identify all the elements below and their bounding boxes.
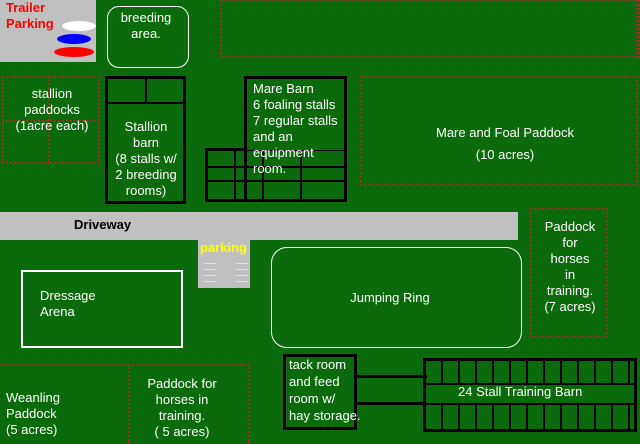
- mare-barn-stall-lines: [207, 150, 345, 200]
- dressage-arena: [21, 270, 183, 348]
- trailer-red-icon: [54, 47, 94, 57]
- trailer-white-icon: [62, 21, 96, 31]
- parking-label: parking: [200, 240, 247, 255]
- stallion-barn-label: Stallion barn (8 stalls w/ 2 breeding ro…: [115, 119, 177, 198]
- weanling-paddock-label: Weanling Paddock (5 acres): [6, 390, 60, 437]
- connector-bottom: [357, 402, 427, 405]
- tack-room: [283, 354, 357, 430]
- stallion-barn-room: [145, 76, 186, 104]
- jumping-ring: [271, 247, 522, 348]
- driveway: [0, 212, 518, 240]
- training-paddock-bottom-label: Paddock for horses in training. ( 5 acre…: [147, 376, 217, 439]
- parking-lines: [204, 258, 248, 282]
- connector-top: [357, 375, 427, 378]
- tack-room-label: tack room and feed room w/ hay storage.: [289, 357, 361, 423]
- stallion-paddock-divider-h: [2, 120, 100, 122]
- stallion-paddocks-label: stallion paddocks (1acre each): [15, 86, 89, 133]
- training-barn: [423, 358, 637, 432]
- training-paddock-right-fence: [530, 208, 608, 338]
- fence-right-edge: [636, 0, 638, 58]
- training-paddock-bottom-fence: [128, 364, 250, 444]
- dressage-arena-label: Dressage Arena: [40, 288, 96, 319]
- breeding-area-label: breeding area.: [120, 10, 172, 41]
- mare-foal-paddock-label: Mare and Foal Paddock (10 acres): [435, 125, 575, 162]
- mare-barn-fill: [247, 79, 344, 150]
- driveway-label: Driveway: [74, 217, 132, 232]
- trailer-blue-icon: [57, 34, 91, 44]
- training-barn-label: 24 Stall Training Barn: [458, 384, 583, 399]
- jumping-ring-label: Jumping Ring: [350, 290, 430, 305]
- mare-foal-paddock-fence: [360, 76, 638, 186]
- training-barn-aisle: [426, 383, 634, 405]
- stallion-barn-room: [105, 76, 147, 104]
- mare-barn-label: Mare Barn 6 foaling stalls 7 regular sta…: [253, 81, 338, 176]
- breeding-area: [107, 6, 189, 68]
- trailer-parking-label: Trailer Parking: [6, 0, 54, 31]
- top-paddock-fence: [220, 0, 640, 58]
- training-paddock-right-label: Paddock for horses in training. (7 acres…: [544, 219, 596, 314]
